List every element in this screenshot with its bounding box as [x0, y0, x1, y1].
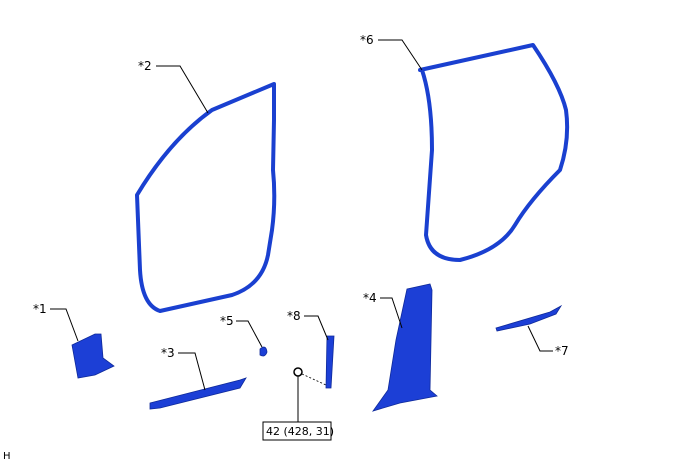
callout-6: *6 — [360, 33, 374, 47]
part-4-pillar-garnish — [371, 283, 438, 412]
part-3-scuff-plate — [149, 377, 247, 410]
callout-3: *3 — [161, 346, 175, 360]
callout-2: *2 — [138, 59, 152, 73]
part-7-trim — [495, 304, 563, 332]
rear-door-weatherstrip — [418, 43, 570, 262]
callout-1: *1 — [33, 302, 47, 316]
part-1-trim — [71, 333, 115, 379]
bolt-icon — [293, 367, 303, 377]
torque-box — [262, 421, 332, 441]
front-door-weatherstrip — [135, 82, 277, 313]
callout-4: *4 — [363, 291, 377, 305]
part-8-garnish — [325, 335, 335, 389]
torque-spec: 42 (428, 31) — [266, 425, 334, 438]
callout-8: *8 — [287, 309, 301, 323]
callout-5: *5 — [220, 314, 234, 328]
part-5-clip — [259, 346, 268, 357]
corner-code: H — [3, 451, 11, 462]
callout-7: *7 — [555, 344, 569, 358]
